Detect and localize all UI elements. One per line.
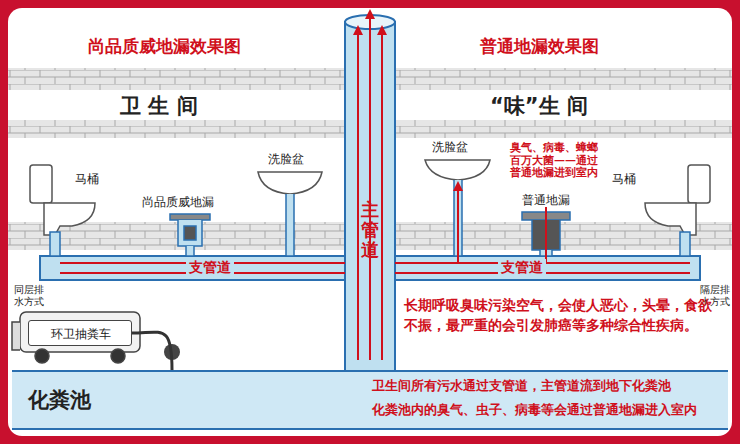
- part-label: 洗脸盆: [268, 152, 304, 166]
- note-text: 同层排水方式: [14, 284, 48, 308]
- truck-box: 环卫抽粪车: [28, 320, 132, 346]
- node-text: 化粪池内的臭气、虫子、病毒等会通过普通地漏进入室内: [372, 402, 697, 418]
- room-label: “味”生 间: [490, 94, 588, 119]
- node-title: 主管道: [361, 200, 379, 259]
- pipe-label: 支管道: [498, 259, 546, 276]
- part-label: 马桶: [75, 172, 99, 186]
- part-label: 马桶: [612, 172, 636, 186]
- node-text: 卫生间所有污水通过支管道，主管道流到地下化粪池: [372, 378, 671, 394]
- node-title: 化粪池: [28, 388, 91, 413]
- room-label: 卫 生 间: [120, 94, 198, 119]
- pipe-label: 支管道: [186, 259, 234, 276]
- title: 尚品质威地漏效果图: [88, 36, 241, 56]
- main-pipe: 主管道: [350, 180, 390, 280]
- node-title: 环卫抽粪车: [51, 327, 111, 341]
- callout-text: 臭气、病毒、蟑螂 百万大菌——通过 普通地漏进到室内: [510, 142, 610, 180]
- part-label: 普通地漏: [522, 193, 570, 207]
- part-label: 尚品质威地漏: [142, 195, 214, 209]
- suction-hose: [132, 332, 172, 370]
- note-text: 长期呼吸臭味污染空气，会使人恶心，头晕，食欲不振，最严重的会引发肺癌等多种综合性…: [404, 296, 722, 335]
- title: 普通地漏效果图: [480, 36, 599, 56]
- septic-tank: 化粪池 卫生间所有污水通过支管道，主管道流到地下化粪池化粪池内的臭气、虫子、病毒等…: [12, 370, 728, 430]
- part-label: 洗脸盆: [432, 140, 468, 154]
